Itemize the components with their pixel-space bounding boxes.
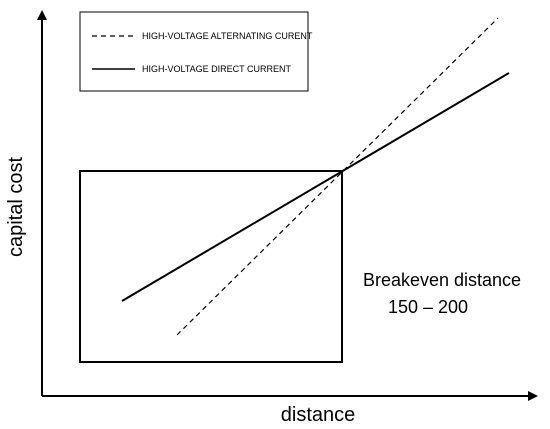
- series-line-hvdc: [121, 72, 510, 302]
- series-line-hvac: [176, 17, 499, 336]
- legend-box: [79, 11, 309, 92]
- legend: HIGH-VOLTAGE ALTERNATING CURENT HIGH-VOL…: [79, 11, 313, 92]
- breakeven-label: Breakeven distance: [363, 270, 521, 290]
- legend-label-hvdc: HIGH-VOLTAGE DIRECT CURRENT: [142, 64, 292, 74]
- x-axis-label: distance: [281, 404, 356, 426]
- breakeven-value: 150 – 200: [388, 297, 468, 317]
- y-axis-label: capital cost: [5, 157, 27, 257]
- legend-label-hvac: HIGH-VOLTAGE ALTERNATING CURENT: [142, 31, 313, 41]
- breakeven-rectangle: [79, 170, 343, 363]
